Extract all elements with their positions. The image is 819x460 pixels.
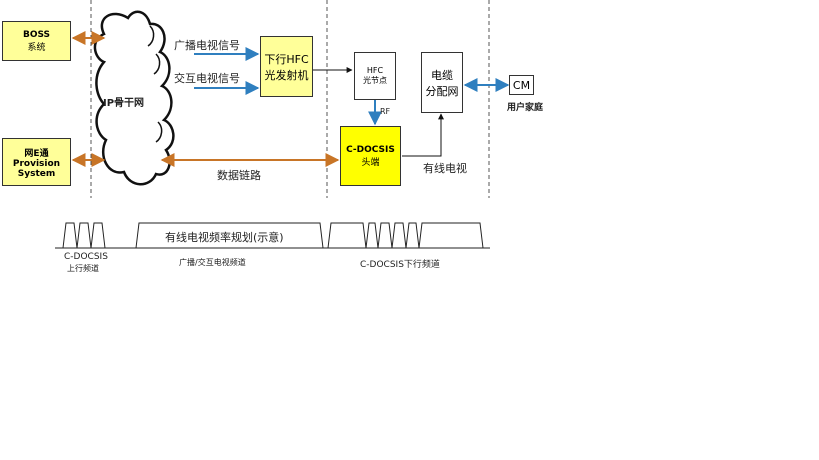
hfc-node-line2: 光节点 xyxy=(363,76,387,85)
upstream-channels xyxy=(62,222,106,249)
cable-tv-label: 有线电视 xyxy=(423,162,467,175)
hfc-transmitter-line1: 下行HFC xyxy=(264,52,309,66)
home-label: 用户家庭 xyxy=(507,103,544,113)
boss-system-box: BOSS 系统 xyxy=(2,21,71,61)
downstream-channels xyxy=(327,222,484,249)
ip-backbone-label: IP骨干网 xyxy=(103,98,145,109)
broadcast-channel-block xyxy=(135,222,324,249)
data-link-label: 数据链路 xyxy=(217,169,261,182)
provision-line2: Provision xyxy=(12,158,61,169)
cdocsis-head-line2: 头端 xyxy=(361,157,380,168)
spectrum-title: 有线电视频率规划(示意) xyxy=(165,231,284,244)
downstream-label: C-DOCSIS下行频道 xyxy=(360,260,440,270)
ip-backbone-cloud xyxy=(93,10,175,186)
cdocsis-head-line1: C-DOCSIS xyxy=(346,144,395,155)
broadcast-channels-label: 广播/交互电视频道 xyxy=(179,258,246,267)
cm-label: CM xyxy=(512,78,531,92)
hfc-node-box: HFC 光节点 xyxy=(354,52,396,100)
provision-line1: 网E通 xyxy=(24,148,49,159)
distribution-line1: 电缆 xyxy=(431,68,453,82)
cm-box: CM xyxy=(509,75,534,95)
distribution-line2: 分配网 xyxy=(425,84,459,98)
upstream-label-1: C-DOCSIS xyxy=(64,252,108,262)
interactive-signal-label: 交互电视信号 xyxy=(174,72,240,85)
hfc-transmitter-box: 下行HFC 光发射机 xyxy=(260,36,313,97)
cdocsis-head-box: C-DOCSIS 头端 xyxy=(340,126,401,186)
cable-distribution-box: 电缆 分配网 xyxy=(421,52,463,113)
boss-subtitle: 系统 xyxy=(27,42,46,53)
rf-label: RF xyxy=(380,107,391,116)
provision-line3: System xyxy=(17,168,56,179)
broadcast-signal-label: 广播电视信号 xyxy=(174,39,240,52)
upstream-label-2: 上行频道 xyxy=(67,264,99,273)
boss-title: BOSS xyxy=(22,29,51,40)
hfc-transmitter-line2: 光发射机 xyxy=(264,68,309,82)
hfc-node-line1: HFC xyxy=(366,66,384,75)
provision-system-box: 网E通 Provision System xyxy=(2,138,71,186)
head-distribution-arrow xyxy=(402,113,444,157)
